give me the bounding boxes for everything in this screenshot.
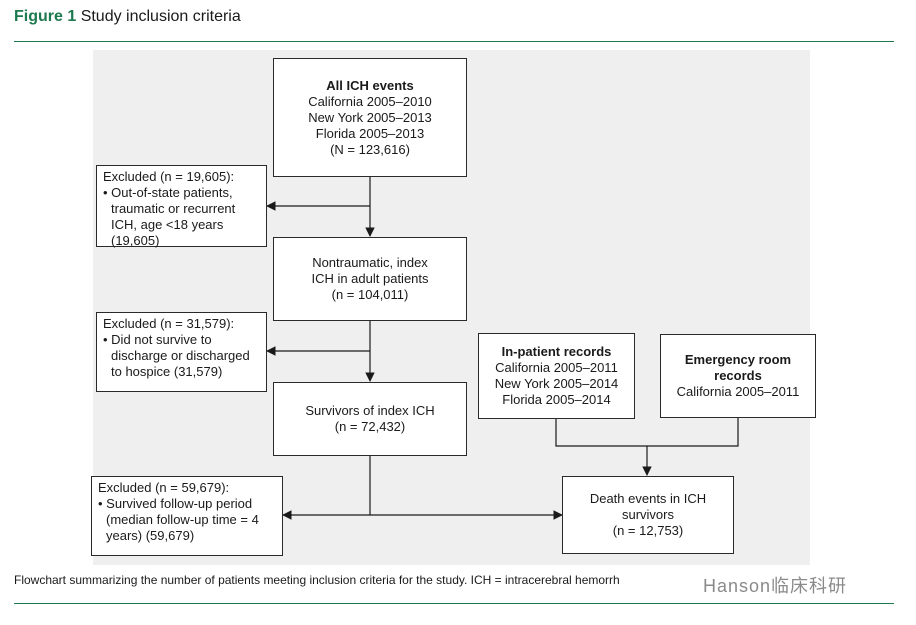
excluded3-title: Excluded (n = 59,679): xyxy=(98,480,230,495)
box-emergency-records: Emergency room records California 2005–2… xyxy=(660,334,816,418)
box-all-ich-events: All ICH events California 2005–2010 New … xyxy=(273,58,467,177)
bottom-divider xyxy=(14,603,894,604)
excluded1-bullet: • Out-of-state patients, traumatic or re… xyxy=(103,185,236,248)
box-inpatient-records: In-patient records California 2005–2011 … xyxy=(478,333,635,419)
box-survivors: Survivors of index ICH (n = 72,432) xyxy=(273,382,467,456)
inpatient-california: California 2005–2011 xyxy=(495,360,618,375)
figure-label: Figure 1 xyxy=(14,8,77,25)
emergency-california: California 2005–2011 xyxy=(676,384,800,399)
all-ich-count: (N = 123,616) xyxy=(330,141,410,157)
figure-title-text: Study inclusion criteria xyxy=(80,8,241,25)
line-records-merge xyxy=(555,417,739,447)
all-ich-florida: Florida 2005–2013 xyxy=(315,125,425,141)
excluded2-title: Excluded (n = 31,579): xyxy=(103,316,235,331)
inpatient-florida: Florida 2005–2014 xyxy=(502,392,611,407)
nontraumatic-line1: Nontraumatic, index xyxy=(312,255,428,270)
box-excluded-1: Excluded (n = 19,605): • Out-of-state pa… xyxy=(96,165,267,248)
survivors-line1: Survivors of index ICH xyxy=(305,403,435,418)
inpatient-title: In-patient records xyxy=(501,344,612,359)
box-death-events: Death events in ICH survivors (n = 12,75… xyxy=(562,476,734,554)
box-excluded-3: Excluded (n = 59,679): • Survived follow… xyxy=(91,476,283,556)
inpatient-newyork: New York 2005–2014 xyxy=(494,376,619,391)
watermark-logo: Hanson临床科研 xyxy=(703,576,848,596)
death-line2: survivors xyxy=(621,507,674,522)
all-ich-newyork: New York 2005–2013 xyxy=(308,109,432,125)
figure-title: Figure 1 Study inclusion criteria xyxy=(14,8,241,26)
nontraumatic-count: (n = 104,011) xyxy=(331,287,409,302)
top-divider xyxy=(14,41,894,42)
box-nontraumatic-ich: Nontraumatic, index ICH in adult patient… xyxy=(273,237,467,321)
survivors-count: (n = 72,432) xyxy=(334,419,406,434)
figure-caption: Flowchart summarizing the number of pati… xyxy=(14,573,620,587)
excluded2-bullet: • Did not survive to discharge or discha… xyxy=(103,332,250,379)
excluded3-bullet: • Survived follow-up period (median foll… xyxy=(98,496,259,543)
excluded1-title: Excluded (n = 19,605): xyxy=(103,169,235,184)
death-count: (n = 12,753) xyxy=(612,523,684,538)
emergency-title: Emergency room records xyxy=(684,352,792,383)
all-ich-california: California 2005–2010 xyxy=(308,93,432,109)
all-ich-title: All ICH events xyxy=(326,77,414,93)
nontraumatic-line2: ICH in adult patients xyxy=(311,271,429,286)
box-excluded-2: Excluded (n = 31,579): • Did not survive… xyxy=(96,312,267,392)
death-line1: Death events in ICH xyxy=(589,491,707,506)
